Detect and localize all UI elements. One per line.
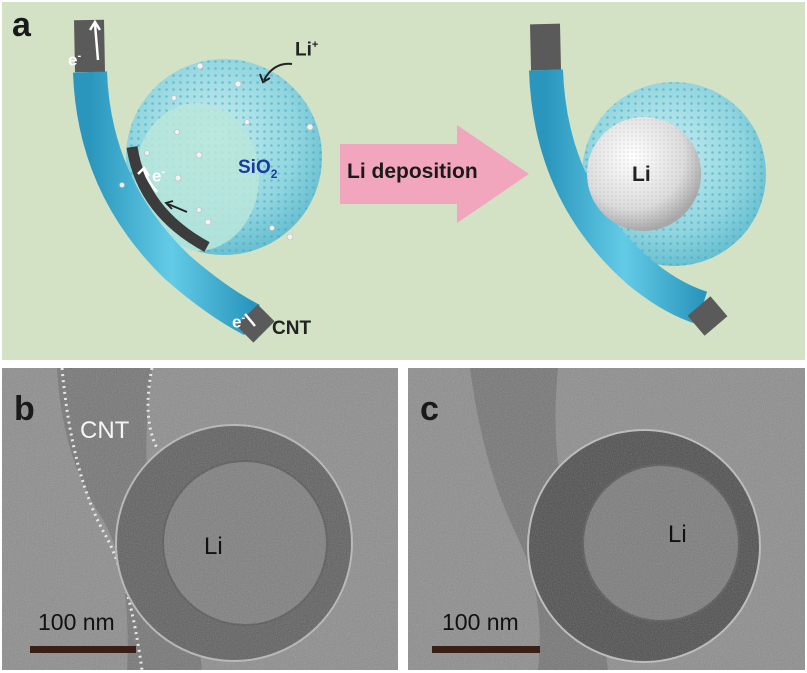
panel-label-a: a <box>12 6 31 44</box>
cnt-end-bottom-right <box>687 296 728 336</box>
scale-bar-c <box>432 646 540 653</box>
right-assembly <box>529 23 766 336</box>
panel-c-tem: c Li 100 nm <box>408 368 805 670</box>
li-label-tem-b: Li <box>204 533 223 560</box>
li-ion-arrow <box>263 62 293 81</box>
electron-label-middle: e- <box>152 166 166 186</box>
left-assembly <box>73 19 322 343</box>
li-ion-label: Li+ <box>295 39 319 61</box>
electron-label-top: e- <box>68 50 82 70</box>
cnt-tube-left <box>73 71 260 336</box>
electron-label-bottom: e- <box>232 312 246 332</box>
li-label-tem-c: Li <box>668 521 687 548</box>
li-core-label: Li <box>632 163 651 186</box>
cnt-label-tem: CNT <box>80 417 130 444</box>
scale-label-c: 100 nm <box>442 609 519 635</box>
panel-b-tem: b CNT Li 100 nm <box>2 368 398 670</box>
cnt-label-schematic: CNT <box>272 318 312 339</box>
scale-bar-b <box>30 646 136 653</box>
cnt-tube-right <box>529 69 708 325</box>
li-ion-particles <box>119 62 314 241</box>
tem-image-b <box>2 368 398 670</box>
tem-image-c <box>408 368 805 670</box>
sio2-label: SiO2 <box>238 157 278 181</box>
electron-path-arc <box>126 146 210 252</box>
cnt-end-top-right <box>530 23 561 71</box>
deposition-arrow <box>340 125 529 223</box>
panel-label-b: b <box>14 390 35 428</box>
scale-label-b: 100 nm <box>38 609 115 635</box>
arrow-text: Li deposition <box>347 160 478 183</box>
cnt-end-bottom-left <box>236 304 275 343</box>
panel-a-schematic: a e- e- e- Li+ SiO2 CNT Li deposition Li <box>2 2 805 360</box>
cnt-end-top-left <box>74 19 105 73</box>
panel-label-c: c <box>420 390 439 428</box>
schematic-svg <box>73 19 766 343</box>
